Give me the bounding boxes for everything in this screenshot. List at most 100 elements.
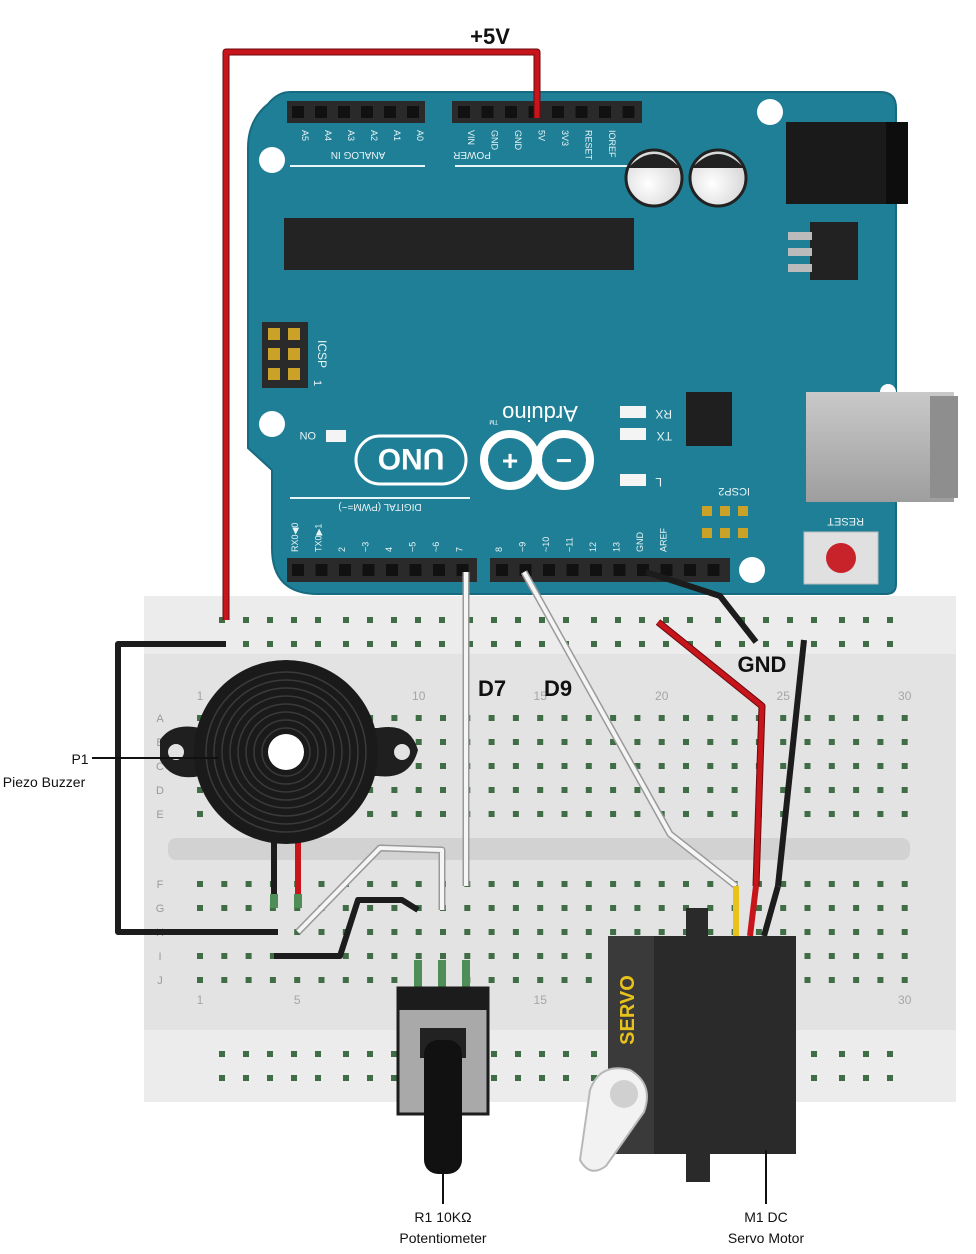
piezo-lead-tip	[270, 894, 278, 908]
breadboard-hole	[901, 977, 908, 983]
rail-hole	[491, 1075, 497, 1081]
wires	[115, 48, 807, 959]
breadboard-hole	[658, 881, 665, 887]
breadboard-hole	[537, 953, 544, 959]
pot-leg	[462, 960, 470, 990]
breadboard-hole	[391, 811, 398, 817]
breadboard-hole	[828, 929, 835, 935]
breadboard-hole	[853, 739, 860, 745]
rail-hole	[291, 1051, 297, 1057]
breadboard-hole	[610, 787, 617, 793]
rail-hole	[539, 641, 545, 647]
breadboard-hole	[683, 739, 689, 745]
servo-body-label: SERVO	[617, 975, 639, 1045]
breadboard-hole	[853, 881, 860, 887]
capacitor-top	[628, 154, 680, 168]
breadboard-hole	[707, 905, 714, 911]
breadboard-hole	[828, 763, 835, 769]
header-pin-hole	[458, 106, 470, 118]
icsp-label: ICSP	[315, 340, 329, 368]
breadboard-hole	[634, 739, 641, 745]
row-letter: C	[156, 761, 164, 773]
breadboard-hole	[585, 787, 592, 793]
infinity-plus: +	[502, 445, 518, 476]
header-pin-hole	[433, 564, 445, 576]
breadboard-hole	[901, 811, 908, 817]
breadboard-hole	[488, 977, 495, 983]
rail-hole	[219, 617, 225, 623]
mount-hole	[259, 411, 285, 437]
mount-hole	[739, 557, 765, 583]
breadboard-hole	[512, 881, 519, 887]
rail-hole	[515, 641, 521, 647]
servo-ground-wire	[775, 639, 807, 887]
breadboard-hole	[658, 929, 665, 935]
breadboard-hole	[610, 739, 617, 745]
breadboard-hole	[707, 715, 714, 721]
breadboard-hole	[537, 905, 544, 911]
breadboard-hole	[561, 905, 568, 911]
header-pin-hole	[575, 106, 588, 118]
breadboard-hole	[853, 977, 860, 983]
header-pin-hole	[552, 106, 564, 118]
breadboard-hole	[780, 715, 787, 721]
rail-hole	[515, 1051, 521, 1057]
breadboard-hole	[342, 977, 349, 983]
arduino-name-label: Arduino	[502, 401, 578, 426]
pin-label: TX0▶1	[314, 524, 324, 552]
rail-hole	[267, 1075, 273, 1081]
breadboard-hole	[561, 763, 568, 769]
piezo-center-hole	[268, 734, 304, 770]
piezo-name-label: Piezo Buzzer	[3, 774, 86, 790]
breadboard-hole	[901, 739, 908, 745]
breadboard-hole	[561, 977, 568, 983]
rail-hole	[291, 617, 297, 623]
voltage-regulator	[810, 222, 858, 280]
breadboard-hole	[464, 929, 471, 935]
infinity-right	[534, 430, 594, 490]
breadboard-hole	[415, 953, 422, 959]
rail-hole	[367, 617, 373, 623]
piezo-ground-wire	[115, 641, 278, 935]
mount-hole	[757, 99, 783, 125]
column-number: 10	[412, 689, 426, 703]
breadboard-hole	[707, 763, 714, 769]
breadboard-hole	[901, 787, 908, 793]
row-letter: G	[156, 903, 165, 915]
pin-label: RX0◀0	[290, 523, 300, 552]
breadboard-hole	[707, 929, 714, 935]
rail-hole	[539, 617, 545, 623]
breadboard-hole	[877, 977, 884, 983]
header-pin-hole	[543, 564, 555, 576]
rail-hole	[267, 617, 273, 623]
rail-hole	[343, 1075, 349, 1081]
breadboard-hole	[512, 763, 519, 769]
on-led	[326, 430, 346, 442]
power-header	[452, 101, 642, 123]
breadboard-hole	[197, 811, 203, 817]
breadboard-hole	[853, 929, 860, 935]
breadboard-hole	[634, 715, 641, 721]
breadboard-hole	[415, 881, 422, 887]
header-pin-hole	[622, 106, 635, 118]
breadboard-hole	[221, 905, 228, 911]
breadboard-hole	[488, 881, 495, 887]
breadboard-hole	[585, 881, 592, 887]
breadboard-hole	[585, 977, 592, 983]
pin-label: 12	[588, 542, 598, 552]
piezo-buzzer	[160, 660, 418, 908]
rail-hole	[839, 1051, 845, 1057]
reset-label: RESET	[827, 515, 864, 527]
breadboard-hole	[828, 787, 835, 793]
pin-label: 2	[337, 547, 347, 552]
rail-hole	[811, 1051, 817, 1057]
breadboard-hole	[634, 787, 641, 793]
breadboard-hole	[488, 739, 495, 745]
breadboard-hole	[877, 715, 884, 721]
reset-button-cap[interactable]	[826, 543, 856, 573]
breadboard-hole	[197, 715, 203, 721]
d9-signal-wire	[522, 571, 738, 888]
breadboard-hole	[367, 811, 374, 817]
tx-label: TX	[657, 429, 672, 443]
header-pin-holes	[292, 106, 720, 576]
